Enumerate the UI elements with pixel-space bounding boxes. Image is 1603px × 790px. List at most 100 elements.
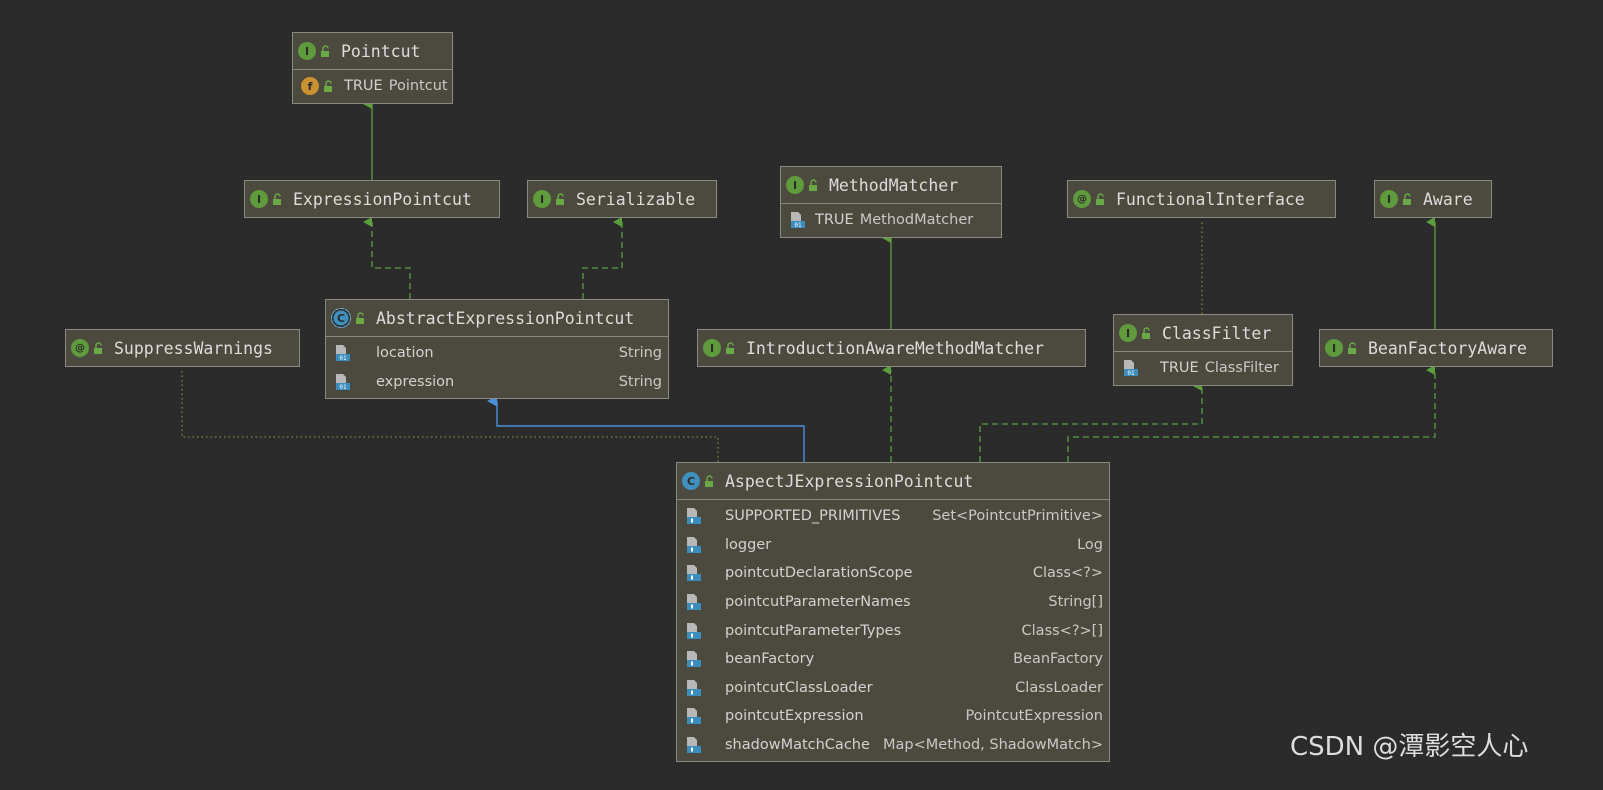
field-type: Pointcut: [388, 78, 448, 95]
field-icon: [687, 508, 701, 525]
node-serializable[interactable]: I Serializable: [527, 180, 717, 218]
field-icon: [687, 651, 701, 668]
node-introduction-aware-method-matcher[interactable]: I IntroductionAwareMethodMatcher: [697, 329, 1086, 367]
field-icon: [687, 565, 701, 582]
field-row: 01 TRUE MethodMatcher: [781, 206, 1001, 235]
node-header: I ClassFilter: [1114, 315, 1292, 351]
public-lock-icon: [556, 192, 564, 205]
node-aspectj-expression-pointcut[interactable]: C AspectJExpressionPointcut SUPPORTED_PR…: [676, 462, 1110, 763]
field-icon: 01: [791, 212, 805, 229]
field-name: TRUE: [1160, 360, 1199, 377]
field-icon: [687, 622, 701, 639]
field-type: Class<?>: [1032, 565, 1103, 582]
field-type: String: [618, 345, 662, 362]
public-lock-icon: [94, 341, 102, 354]
interface-icon: I: [1325, 339, 1343, 357]
interface-icon: I: [786, 176, 804, 194]
node-header: I Pointcut: [293, 33, 452, 69]
field-icon: 01: [336, 345, 350, 362]
node-bean-factory-aware[interactable]: I BeanFactoryAware: [1319, 329, 1553, 367]
field-icon: [687, 737, 701, 754]
public-lock-icon: [1348, 341, 1356, 354]
field-icon: 01: [336, 373, 350, 391]
svg-text:01: 01: [794, 222, 802, 229]
public-lock-icon: [809, 178, 817, 191]
field-type: MethodMatcher: [859, 212, 974, 229]
field-type: String[]: [1048, 594, 1103, 611]
field-name: pointcutParameterTypes: [725, 622, 902, 639]
field-row: f TRUE Pointcut: [293, 72, 452, 101]
field-icon: 01: [1124, 360, 1138, 377]
field-row: 01 TRUE ClassFilter: [1114, 354, 1292, 383]
field-name: TRUE: [344, 78, 383, 95]
field-name: pointcutExpression: [725, 708, 864, 725]
interface-icon: I: [1380, 190, 1398, 208]
field-name: expression: [376, 373, 455, 390]
field-type: PointcutExpression: [965, 708, 1103, 725]
field-name: logger: [725, 536, 772, 553]
edge-abstract-implements-serializable: [582, 217, 623, 299]
interface-icon: I: [250, 190, 268, 208]
field-type: Set<PointcutPrimitive>: [932, 508, 1103, 525]
field-row: shadowMatchCache Map<Method, ShadowMatch>: [677, 731, 1109, 760]
field-icon: [687, 536, 701, 553]
node-method-matcher[interactable]: I MethodMatcher 01 TRUE MethodMatcher: [780, 166, 1002, 238]
node-fields: f TRUE Pointcut: [293, 69, 452, 103]
field-row: pointcutDeclarationScope Class<?>: [677, 559, 1109, 588]
abstract-class-icon: C: [331, 308, 351, 328]
public-lock-icon: [324, 80, 332, 92]
field-icon: [687, 679, 701, 696]
node-title: Pointcut: [341, 41, 421, 61]
node-expression-pointcut[interactable]: I ExpressionPointcut: [244, 180, 500, 218]
field-icon: [687, 594, 701, 611]
svg-text:01: 01: [339, 384, 347, 391]
node-fields: 01 TRUE MethodMatcher: [781, 203, 1001, 237]
svg-text:01: 01: [1127, 370, 1135, 377]
node-title: IntroductionAwareMethodMatcher: [746, 338, 1045, 358]
node-header: C AbstractExpressionPointcut: [326, 300, 668, 336]
node-pointcut[interactable]: I Pointcut f TRUE Pointcut: [292, 32, 453, 104]
field-row: 01 location String: [326, 339, 668, 368]
public-lock-icon: [321, 44, 329, 57]
node-suppress-warnings[interactable]: @ SuppressWarnings: [65, 329, 300, 367]
node-header: @ SuppressWarnings: [66, 330, 299, 366]
node-title: SuppressWarnings: [114, 338, 273, 358]
node-header: C AspectJExpressionPointcut: [677, 463, 1109, 499]
edge-aspectj-implements-beanfactoryaware: [1067, 365, 1436, 462]
node-functional-interface[interactable]: @ FunctionalInterface: [1067, 180, 1336, 218]
edge-aspectj-extends-abstract: [487, 395, 805, 462]
node-header: I IntroductionAwareMethodMatcher: [698, 330, 1085, 366]
node-abstract-expression-pointcut[interactable]: C AbstractExpressionPointcut 01 location…: [325, 299, 669, 400]
public-lock-icon: [1142, 326, 1150, 339]
node-fields: 01 TRUE ClassFilter: [1114, 351, 1292, 385]
field-name: shadowMatchCache: [725, 737, 870, 754]
edge-aspectj-implements-classfilter: [979, 381, 1203, 462]
node-header: I BeanFactoryAware: [1320, 330, 1552, 366]
node-fields: 01 location String 01 expression String: [326, 336, 668, 398]
annotation-icon: @: [1073, 190, 1091, 208]
node-title: Aware: [1423, 189, 1473, 209]
field-row: 01 expression String: [326, 368, 668, 397]
node-title: MethodMatcher: [829, 175, 959, 195]
node-header: I Aware: [1375, 181, 1491, 217]
node-aware[interactable]: I Aware: [1374, 180, 1492, 218]
field-name: pointcutClassLoader: [725, 679, 873, 696]
field-type: Map<Method, ShadowMatch>: [883, 737, 1103, 754]
field-name: beanFactory: [725, 651, 815, 668]
public-lock-icon: [356, 311, 364, 324]
node-title: ClassFilter: [1162, 323, 1272, 343]
node-header: I Serializable: [528, 181, 716, 217]
node-title: Serializable: [576, 189, 696, 209]
node-class-filter[interactable]: I ClassFilter 01 TRUE ClassFilter: [1113, 314, 1293, 386]
public-lock-icon: [1403, 192, 1411, 205]
field-name: location: [376, 345, 434, 362]
node-title: ExpressionPointcut: [293, 189, 472, 209]
field-row: pointcutExpression PointcutExpression: [677, 702, 1109, 731]
node-title: AbstractExpressionPointcut: [376, 308, 635, 328]
field-name: pointcutDeclarationScope: [725, 565, 913, 582]
